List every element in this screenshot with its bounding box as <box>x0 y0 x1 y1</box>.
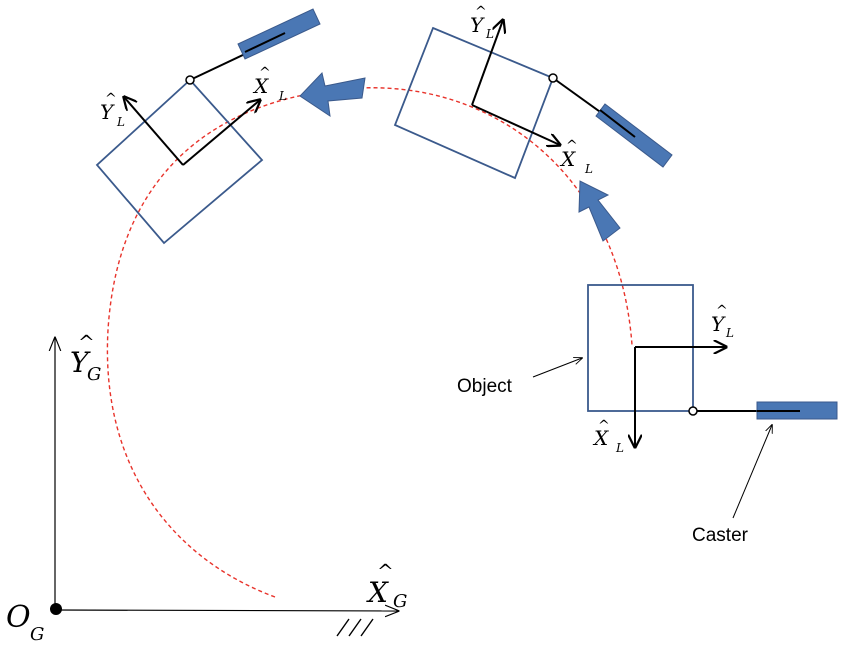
svg-text:L: L <box>278 89 287 103</box>
local-x-label-right: X ^ L <box>592 418 624 455</box>
svg-text:^: ^ <box>377 559 394 583</box>
svg-text:Y: Y <box>70 346 91 379</box>
local-y-label-left: Y ^ L <box>100 91 125 129</box>
svg-text:X: X <box>592 426 609 450</box>
svg-text:^: ^ <box>475 4 487 20</box>
caster-callout: Caster <box>692 425 772 546</box>
local-x-label-left: X ^ L <box>252 65 287 103</box>
caster-wheel-left <box>237 8 321 60</box>
svg-text:Y: Y <box>100 100 115 124</box>
svg-text:L: L <box>584 162 593 176</box>
global-origin-dot <box>50 603 62 615</box>
local-x-axis-left <box>182 100 260 166</box>
motion-arrow-left <box>299 71 366 118</box>
svg-text:L: L <box>116 115 125 129</box>
svg-text:G: G <box>87 364 101 385</box>
svg-text:X: X <box>366 576 389 609</box>
global-x-axis <box>54 610 398 611</box>
object-pose-left: Y ^ L X ^ L <box>95 8 321 245</box>
svg-text:G: G <box>393 591 407 612</box>
object-label: Object <box>457 376 513 397</box>
global-frame: O G X ^ G Y ^ G <box>6 330 407 645</box>
svg-text:L: L <box>725 326 734 340</box>
svg-text:L: L <box>615 441 624 455</box>
caster-joint-right <box>688 406 698 416</box>
svg-text:G: G <box>30 624 44 645</box>
svg-text:^: ^ <box>598 418 610 434</box>
object-box-left <box>95 78 264 245</box>
local-y-label-top: Y ^ L <box>470 4 494 41</box>
object-pose-top: Y ^ L X ^ L <box>393 4 673 180</box>
svg-text:^: ^ <box>716 303 728 319</box>
caster-label: Caster <box>692 525 749 546</box>
svg-text:^: ^ <box>259 65 271 81</box>
svg-text:^: ^ <box>78 330 95 354</box>
svg-text:X: X <box>559 147 576 171</box>
svg-text:Y: Y <box>711 312 726 336</box>
local-y-label-right: Y ^ L <box>711 303 734 340</box>
global-y-label: Y ^ G <box>70 330 101 385</box>
motion-arrow-up <box>578 180 621 242</box>
local-y-axis-left <box>124 97 184 166</box>
svg-text:Y: Y <box>470 13 485 37</box>
ground-hatch <box>336 618 374 637</box>
svg-text:^: ^ <box>566 138 578 154</box>
object-callout: Object <box>457 358 582 397</box>
svg-text:^: ^ <box>105 91 117 107</box>
object-box-top <box>393 26 555 180</box>
object-pose-right: Y ^ L X ^ L <box>587 284 838 455</box>
local-x-axis-top <box>471 104 560 145</box>
caster-joint-left <box>185 75 195 85</box>
global-origin-label: O G <box>6 600 44 645</box>
caster-joint-top <box>548 73 558 83</box>
global-x-label: X ^ G <box>366 559 407 612</box>
local-x-label-top: X ^ L <box>559 138 593 176</box>
svg-text:O: O <box>6 600 31 635</box>
svg-text:L: L <box>485 27 494 41</box>
svg-text:X: X <box>252 74 269 98</box>
local-y-axis-top <box>471 20 503 106</box>
trajectory-path <box>106 87 633 598</box>
